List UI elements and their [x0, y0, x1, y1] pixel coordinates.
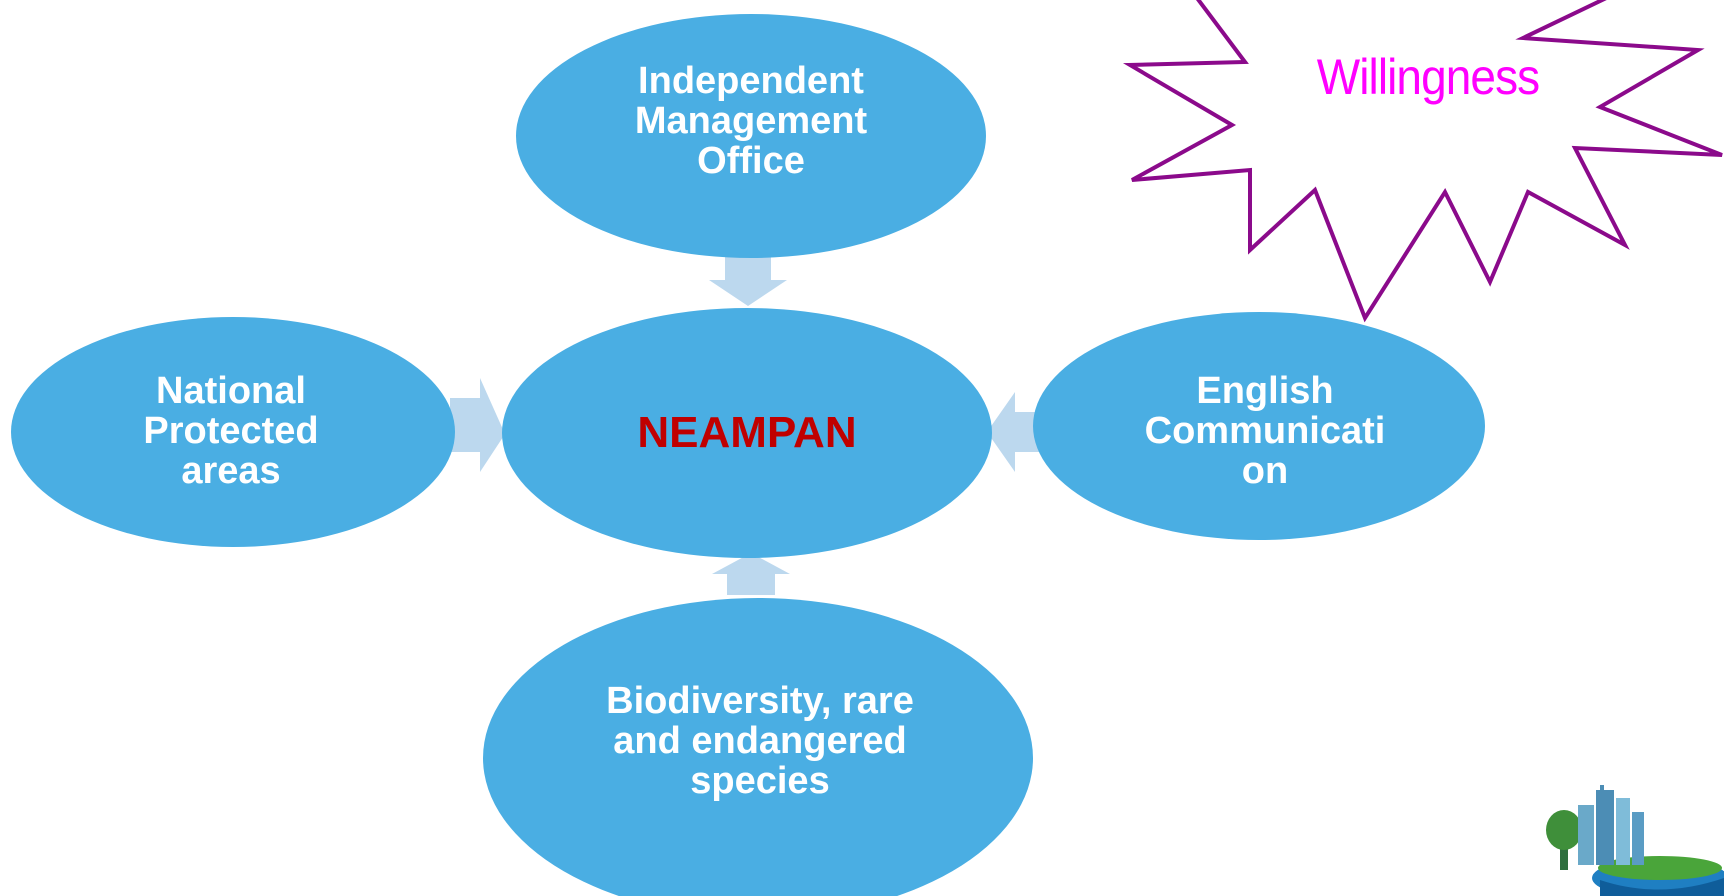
center-label: NEAMPAN — [637, 408, 857, 457]
callout-label: Willingness — [1316, 49, 1540, 105]
arrow-left-to-center — [450, 378, 505, 472]
node-top-label: Independent Management Office — [634, 60, 868, 182]
node-right-ellipse — [1033, 312, 1485, 540]
center-ellipse — [502, 308, 992, 558]
city-island-logo-icon — [1546, 785, 1724, 896]
arrow-right-to-center — [987, 392, 1050, 472]
node-top-ellipse — [516, 14, 986, 258]
arrow-bottom-to-center — [712, 553, 790, 595]
node-bottom-ellipse — [483, 598, 1033, 896]
node-bottom-label: Biodiversity, rare and endangered specie… — [606, 680, 914, 802]
node-right-label: English Communicati on — [1144, 370, 1386, 492]
arrow-top-to-center — [709, 254, 787, 306]
node-left-label: National Protected areas — [143, 370, 319, 492]
node-left-ellipse — [11, 317, 455, 547]
callout-starburst — [1122, 0, 1723, 323]
